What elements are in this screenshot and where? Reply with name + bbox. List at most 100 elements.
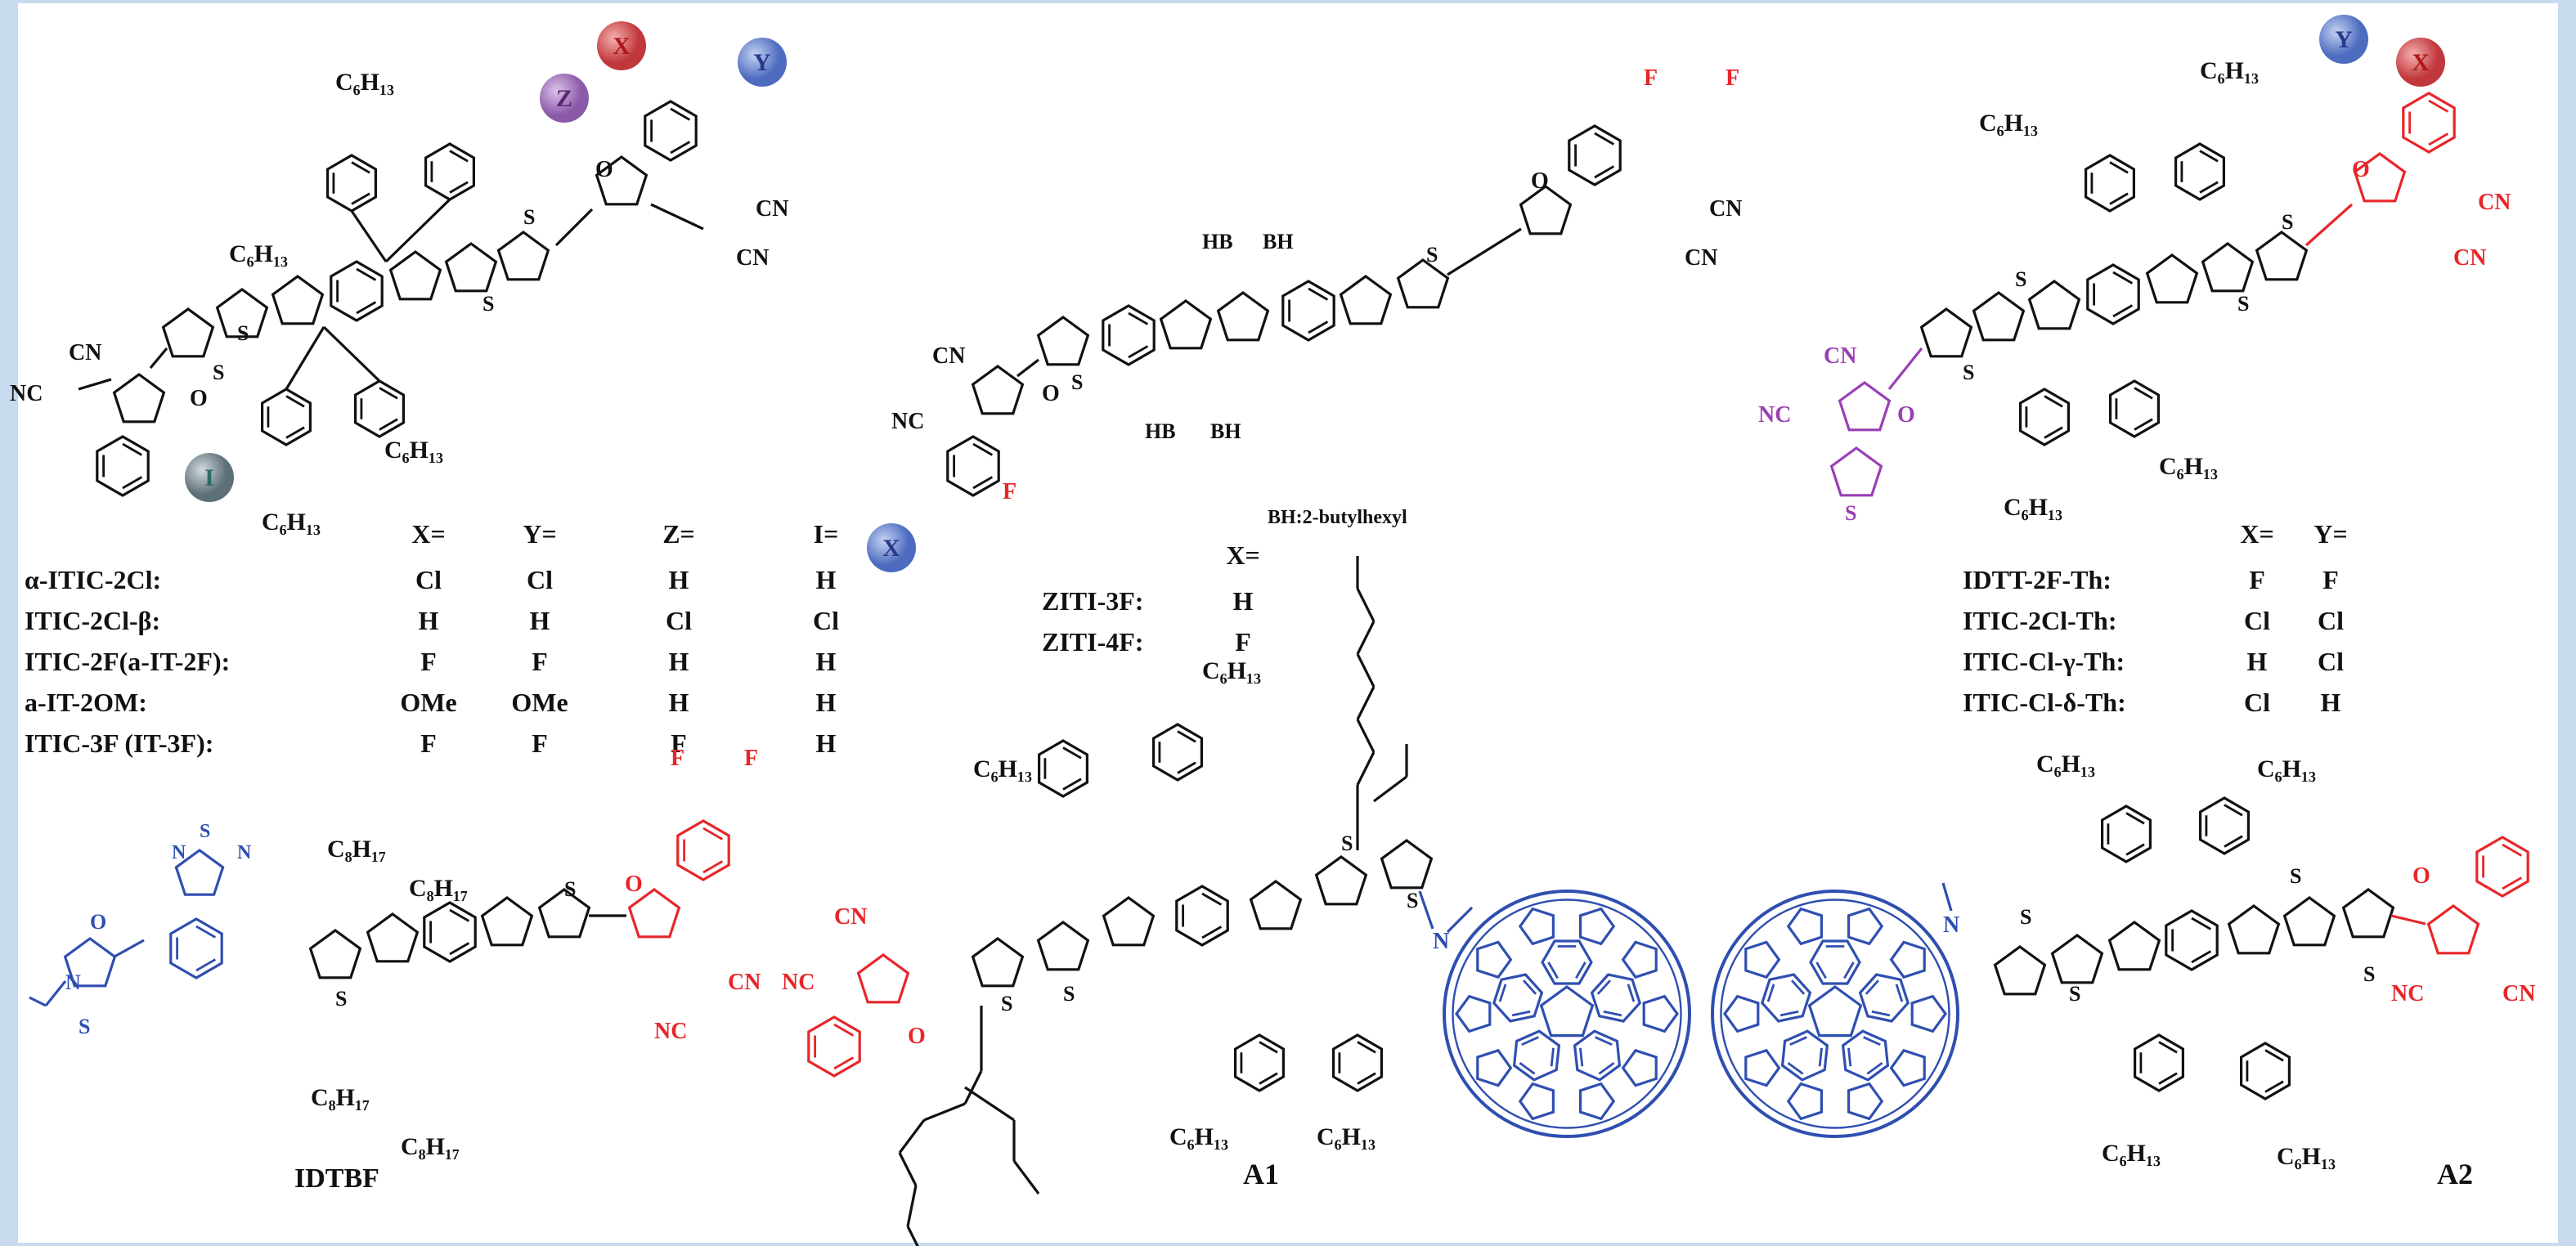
double-bond	[2428, 132, 2449, 146]
alkyl-chain	[963, 1070, 983, 1105]
benzene-ring	[676, 819, 730, 881]
five-membered-ring	[388, 250, 442, 301]
double-bond	[2264, 1049, 2284, 1062]
five-membered-ring	[1102, 896, 1156, 947]
table-header: Z=	[662, 519, 695, 549]
octyl-label: C₈H₁₇	[327, 836, 386, 863]
nitrogen-atom: N	[1433, 929, 1449, 954]
benzene-ring	[1541, 939, 1593, 985]
double-bond	[1522, 979, 1537, 995]
nitrogen-atom: N	[237, 842, 252, 863]
butylhexyl-label: HB	[1202, 230, 1233, 253]
benzene-ring	[1151, 723, 1204, 782]
five-membered-ring	[1380, 839, 1434, 890]
table-header: X=	[2240, 519, 2273, 549]
benzene-ring	[1037, 739, 1089, 798]
hexyl-label: C₆H₁₃	[1979, 110, 2038, 137]
sulfur-atom: S	[1426, 243, 1438, 267]
oxygen-atom: O	[2412, 863, 2430, 889]
sulfur-atom: S	[2282, 210, 2293, 234]
benzene-ring	[330, 260, 384, 322]
five-membered-ring	[1847, 1082, 1884, 1121]
table-cell: F	[420, 647, 437, 676]
cyano-label: CN	[728, 970, 761, 995]
five-membered-ring	[1396, 258, 1450, 309]
cyano-label: CN	[1685, 245, 1717, 271]
bond	[1446, 906, 1474, 934]
nitrogen-atom: N	[65, 970, 81, 994]
alkyl-chain	[29, 996, 47, 1007]
five-membered-ring	[1847, 907, 1884, 946]
table-cell: H	[2321, 688, 2341, 717]
five-membered-ring	[1838, 381, 1892, 432]
double-bond	[1519, 1061, 1536, 1075]
fullerene-outline	[1720, 899, 1950, 1129]
double-bond	[2134, 418, 2153, 431]
double-bond	[379, 418, 398, 431]
butylhexyl-label: BH	[1263, 230, 1294, 253]
table-cell: F	[532, 647, 548, 676]
alkyl-chain	[906, 1185, 918, 1227]
cyano-label: NC	[1758, 402, 1791, 428]
double-bond	[195, 925, 217, 939]
table-row-name: ITIC-2F(a-IT-2F):	[25, 647, 230, 676]
alkyl-chain	[1373, 775, 1407, 803]
double-bond	[2199, 150, 2219, 163]
double-bond	[2125, 812, 2145, 825]
double-bond	[1871, 1010, 1891, 1017]
benzene-ring	[1590, 973, 1642, 1023]
oxygen-atom: O	[190, 386, 208, 411]
double-bond	[1511, 1010, 1531, 1017]
double-bond	[1789, 1036, 1807, 1047]
benzene-ring	[1760, 973, 1812, 1023]
sulfur-atom: S	[1407, 889, 1418, 912]
benzene-ring	[1492, 973, 1544, 1023]
cyano-label: CN	[736, 245, 769, 271]
five-membered-ring	[1993, 945, 2047, 996]
five-membered-ring	[1159, 299, 1213, 350]
hexyl-label: C₆H₁₃	[335, 69, 394, 96]
table-header: X=	[1226, 540, 1259, 570]
double-bond	[1547, 961, 1559, 979]
cyano-label: NC	[10, 381, 43, 406]
table-cell: H	[2247, 647, 2268, 676]
substituent-y-label: Y	[2335, 26, 2353, 53]
hexyl-label: C₆H₁₃	[2004, 494, 2062, 521]
table-cell: H	[530, 606, 550, 635]
double-bond	[1866, 1061, 1883, 1075]
hexyl-label: C₆H₁₃	[2277, 1143, 2336, 1170]
double-bond	[1847, 1047, 1852, 1067]
double-bond	[2502, 876, 2523, 890]
five-membered-ring	[2282, 896, 2336, 947]
sulfur-atom: S	[2020, 905, 2031, 929]
alkyl-chain	[1356, 621, 1376, 655]
table-cell: F	[532, 728, 548, 758]
benzene-ring	[2134, 1033, 2184, 1092]
double-bond	[2112, 271, 2134, 285]
double-bond	[1575, 961, 1586, 979]
double-bond	[285, 395, 305, 408]
double-bond	[2199, 181, 2219, 194]
benzene-ring	[2475, 836, 2529, 898]
double-bond	[2224, 804, 2243, 817]
five-membered-ring	[496, 231, 550, 281]
substituent-y-label: Y	[753, 49, 771, 76]
benzene-ring	[2402, 92, 2456, 154]
bond	[554, 208, 594, 247]
oxygen-atom: O	[90, 910, 106, 934]
bond	[114, 939, 145, 958]
substituent-z-sphere	[540, 74, 589, 123]
hexyl-label: C₆H₁₃	[2200, 57, 2259, 84]
alkyl-chain	[964, 1086, 1015, 1122]
table-cell: Cl	[666, 606, 692, 635]
benzene-ring	[1233, 1033, 1286, 1092]
double-bond	[1595, 1036, 1613, 1047]
five-membered-ring	[856, 953, 910, 1004]
double-bond	[1818, 1047, 1823, 1067]
sulfur-atom: S	[564, 877, 576, 901]
alkyl-chain	[44, 980, 67, 1006]
fluorine-atom: F	[744, 746, 758, 771]
